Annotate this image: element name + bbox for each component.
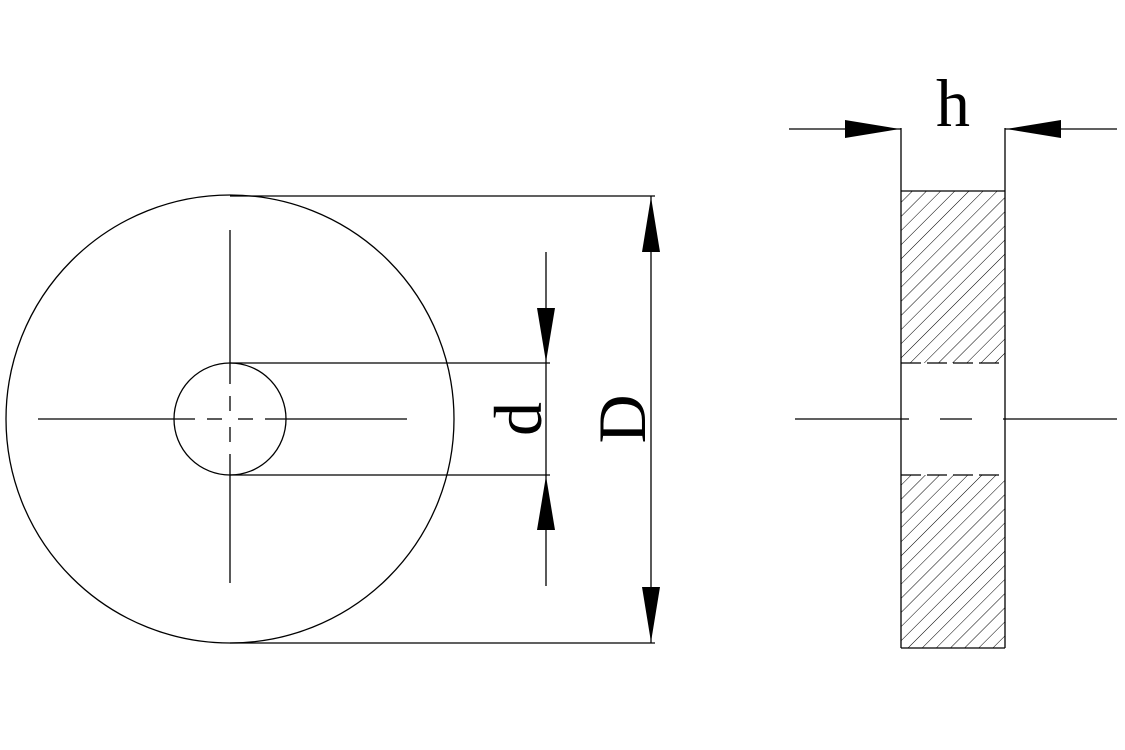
- label-d: d: [480, 402, 556, 436]
- arrow-up-icon: [642, 197, 660, 252]
- label-D: D: [584, 394, 660, 443]
- dimension-d: d: [480, 252, 556, 586]
- extension-lines: [230, 195, 655, 644]
- front-view: D d: [5, 194, 660, 644]
- arrow-up-icon: [537, 476, 555, 530]
- label-h: h: [936, 65, 970, 141]
- arrow-left-icon: [1006, 120, 1061, 138]
- hatched-section-top: [901, 191, 1005, 363]
- hatched-section-bottom: [901, 475, 1005, 648]
- arrow-right-icon: [845, 120, 900, 138]
- arrow-down-icon: [642, 587, 660, 642]
- arrow-down-icon: [537, 308, 555, 362]
- centerlines: [38, 230, 407, 583]
- side-view: h: [789, 65, 1117, 649]
- dimension-D: D: [584, 196, 660, 643]
- dimension-h: h: [789, 65, 1117, 141]
